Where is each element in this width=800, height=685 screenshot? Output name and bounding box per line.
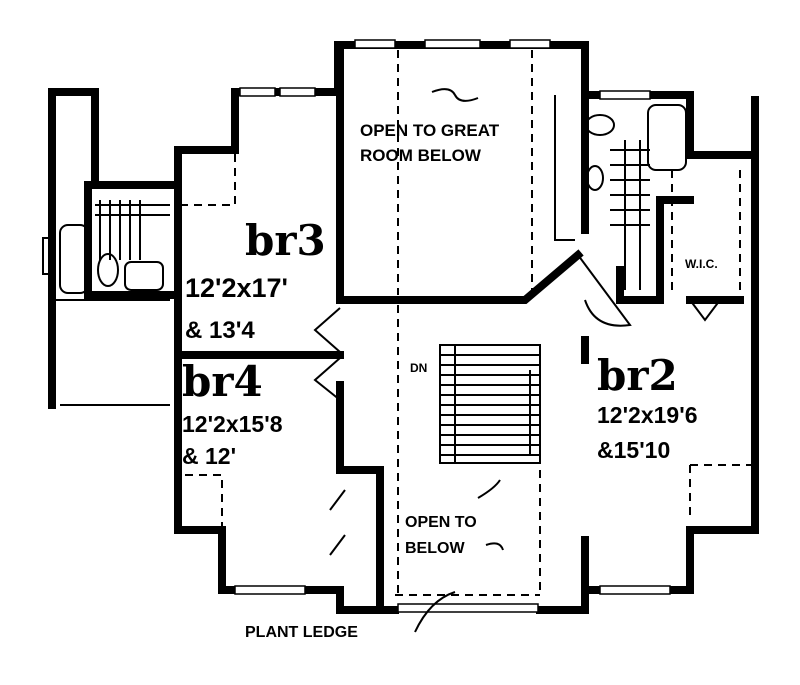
plant-ledge-label: PLANT LEDGE: [245, 624, 358, 641]
br3-size: 12'2x17': [185, 273, 288, 303]
sink: [586, 165, 604, 191]
wic-label: W.I.C.: [685, 257, 718, 271]
arrows: [414, 88, 504, 633]
open-to-great-room-label-1: OPEN TO GREAT: [360, 121, 500, 140]
toilet: [585, 114, 615, 136]
right-bath: [554, 95, 687, 290]
br2-extra: &15'10: [597, 437, 670, 463]
bathtub: [647, 104, 687, 171]
left-annex-walls: [48, 88, 174, 409]
dashed-lines: [180, 50, 755, 596]
br4-extra: & 12': [182, 443, 236, 469]
br3-name: br3: [245, 216, 326, 265]
br2-size: 12'2x19'6: [597, 402, 697, 428]
br3-extra: & 13'4: [185, 317, 255, 344]
sink: [124, 261, 164, 291]
open-to-below-label-2: BELOW: [405, 540, 465, 557]
br4-size: 12'2x15'8: [182, 411, 283, 437]
left-bath: [42, 200, 170, 294]
windows: [234, 39, 671, 613]
br4-name: br4: [182, 357, 263, 406]
toilet: [97, 253, 119, 287]
stairs[interactable]: [439, 344, 541, 464]
open-to-great-room-label-2: ROOM BELOW: [360, 146, 482, 165]
doors[interactable]: [313, 254, 721, 556]
bathtub: [59, 224, 89, 294]
open-to-below-label-1: OPEN TO: [405, 514, 477, 531]
br2-name: br2: [597, 351, 678, 400]
stairs-down-label: DN: [410, 361, 427, 375]
